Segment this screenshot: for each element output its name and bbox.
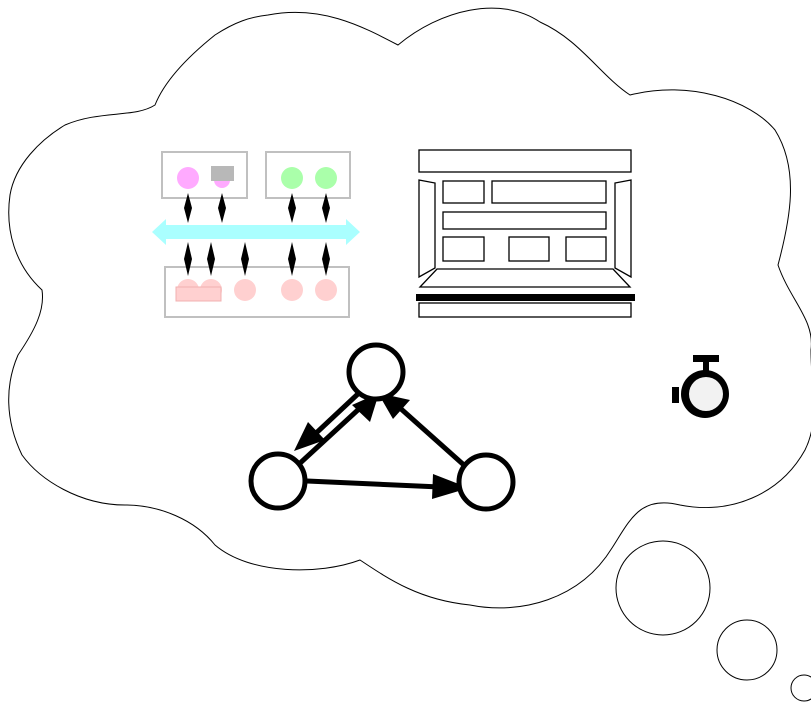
magenta-node (177, 167, 199, 189)
thought-bubble-medium (717, 620, 777, 680)
graph-node-top (349, 345, 403, 399)
stopwatch-side-button (672, 387, 679, 403)
pink-node (281, 279, 303, 301)
thought-cloud (9, 8, 811, 608)
stopwatch-face (689, 377, 723, 411)
pink-node (315, 279, 337, 301)
graph-node-left (251, 454, 305, 508)
graph-node-right (459, 455, 513, 509)
pink-block (176, 287, 221, 301)
thought-bubble-small (791, 675, 811, 701)
green-node (281, 167, 303, 189)
pink-node (234, 279, 256, 301)
base-bar (416, 294, 635, 301)
gray-block (211, 166, 234, 181)
green-node (315, 167, 337, 189)
thought-bubble-large (616, 541, 710, 635)
